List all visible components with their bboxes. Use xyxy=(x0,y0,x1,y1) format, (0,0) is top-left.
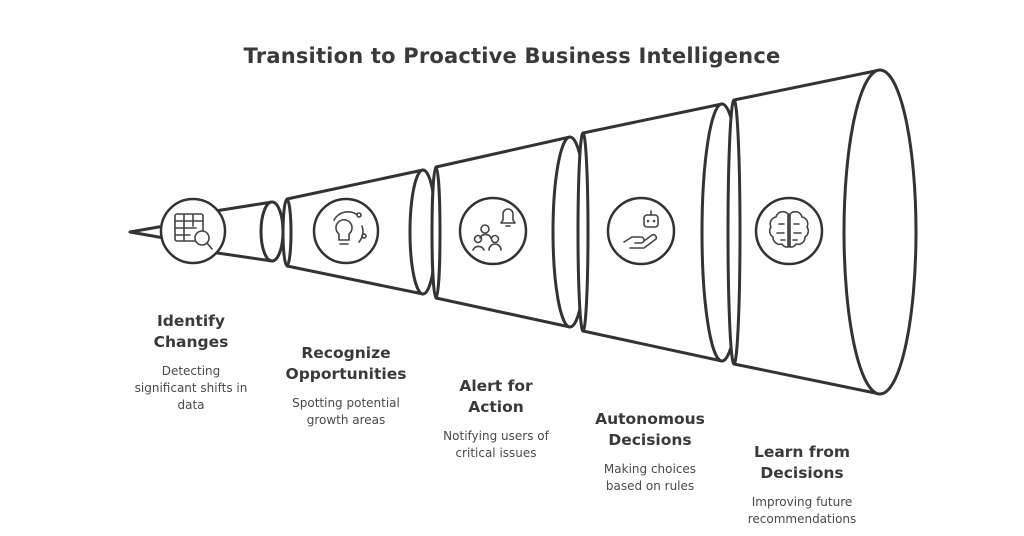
stage-4-text: Autonomous Decisions Making choices base… xyxy=(565,409,735,495)
stage-5-description: Improving future recommendations xyxy=(747,495,857,526)
brain-circuit-icon xyxy=(754,196,824,266)
lightbulb-idea-icon xyxy=(312,197,380,265)
stage-2-title: Recognize Opportunities xyxy=(285,344,407,383)
stage-4-description: Making choices based on rules xyxy=(603,462,697,493)
stage-2-description: Spotting potential growth areas xyxy=(292,396,400,427)
stage-3-text: Alert for Action Notifying users of crit… xyxy=(411,376,581,462)
stage-3-title: Alert for Action xyxy=(459,377,533,416)
stage-5-text: Learn from Decisions Improving future re… xyxy=(717,442,887,528)
stage-1-title: Identify Changes xyxy=(153,312,229,351)
stage-3-description: Notifying users of critical issues xyxy=(443,429,549,460)
users-bell-icon xyxy=(458,196,528,266)
stage-1-text: Identify Changes Detecting significant s… xyxy=(106,311,276,414)
stage-1-description: Detecting significant shifts in data xyxy=(134,364,248,412)
stage-4-title: Autonomous Decisions xyxy=(595,410,705,449)
stage-2-text: Recognize Opportunities Spotting potenti… xyxy=(261,343,431,429)
stage-5-title: Learn from Decisions xyxy=(753,443,851,482)
table-magnifier-icon xyxy=(159,197,227,265)
diagram-title: Transition to Proactive Business Intelli… xyxy=(243,44,781,68)
robot-hand-icon xyxy=(606,196,676,266)
